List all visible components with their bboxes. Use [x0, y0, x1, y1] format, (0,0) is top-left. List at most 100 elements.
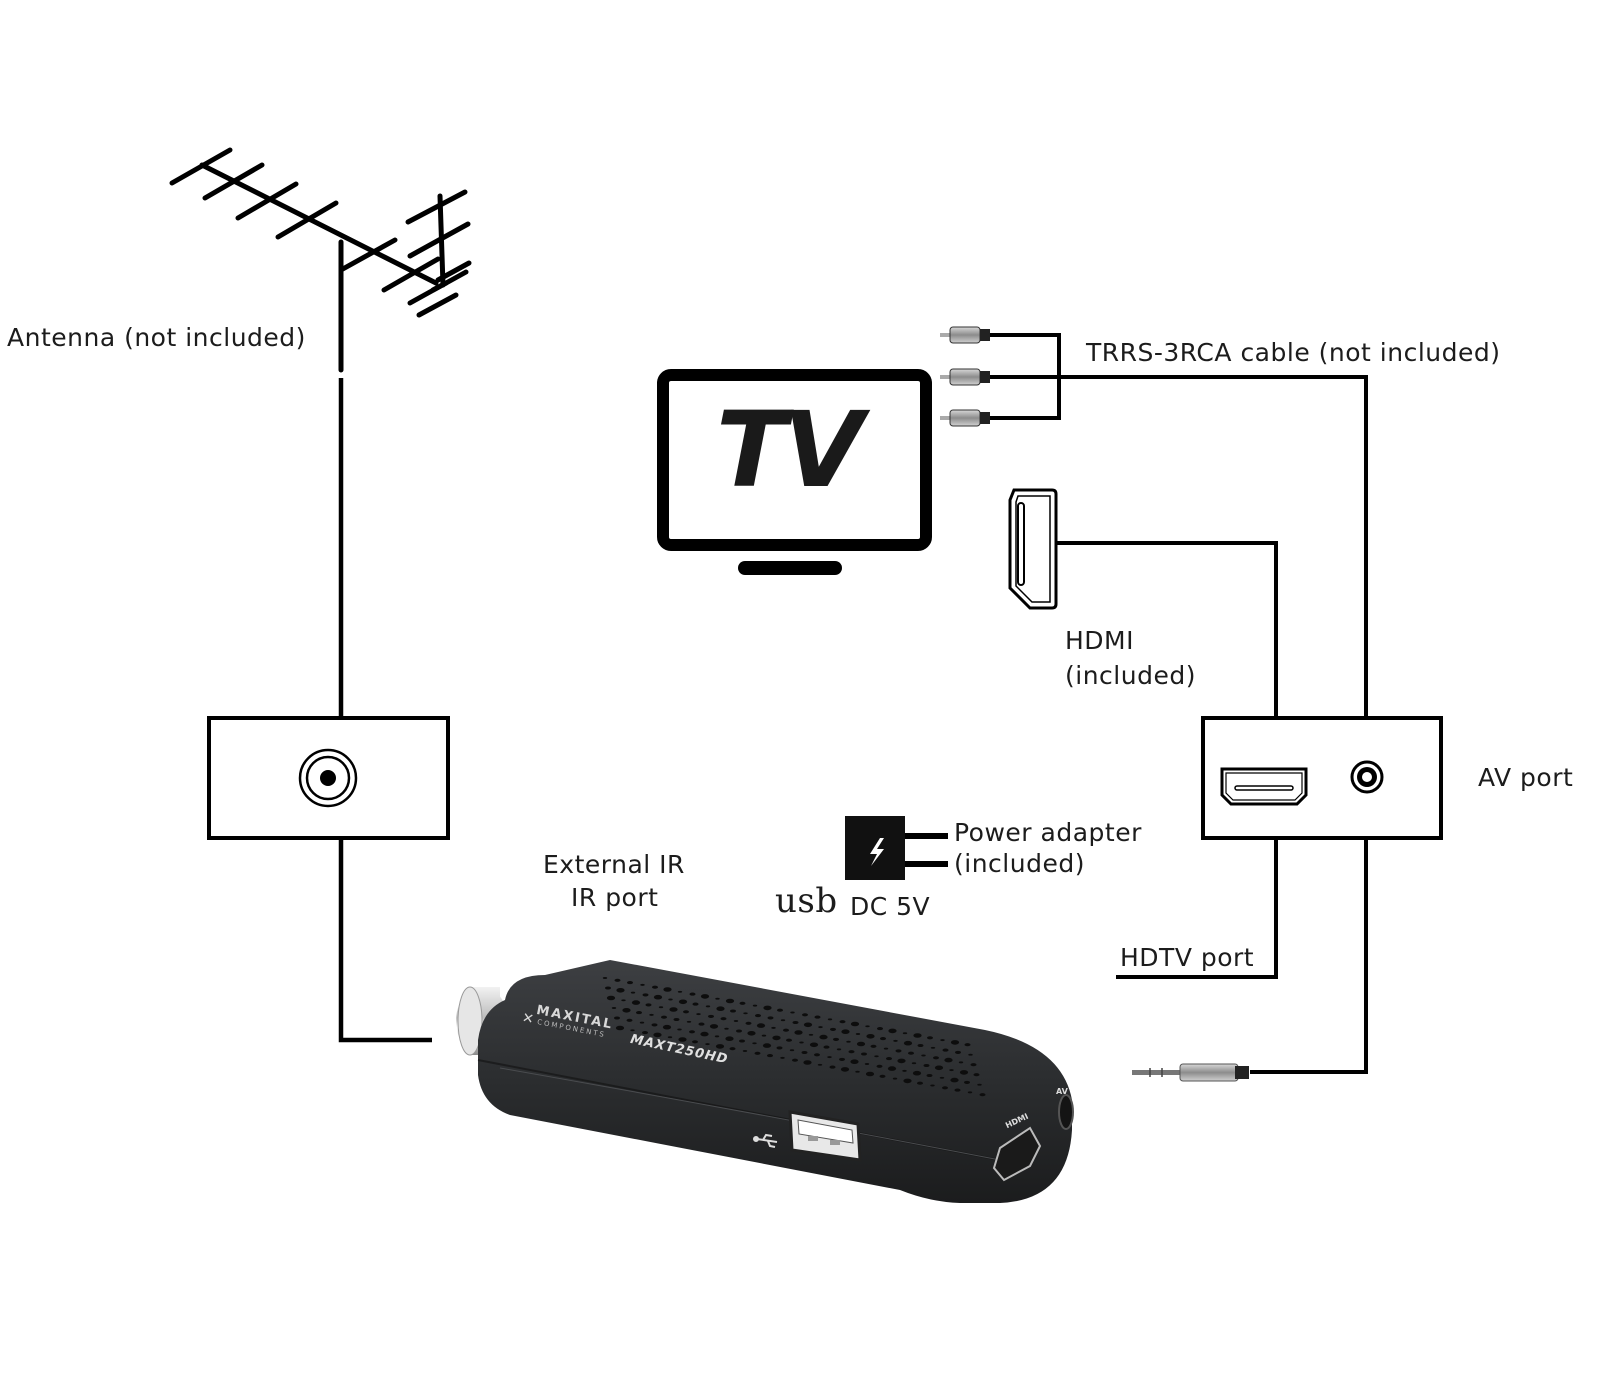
- vent-hole: [830, 1027, 836, 1031]
- vent-hole: [611, 1007, 617, 1009]
- lightning-icon: [870, 838, 884, 866]
- vent-hole: [803, 1060, 812, 1065]
- usb-word-label: usb: [775, 881, 838, 921]
- vent-hole: [605, 986, 611, 990]
- vent-hole: [827, 1056, 832, 1059]
- vent-hole: [841, 1029, 850, 1035]
- hdmi-connector-icon: [1008, 488, 1058, 610]
- vent-hole: [865, 1071, 875, 1077]
- vent-hole: [866, 1033, 875, 1039]
- vent-hole: [602, 977, 608, 979]
- usb-symbol-icon: [753, 1133, 778, 1148]
- vent-hole: [639, 1021, 645, 1024]
- vent-hole: [818, 1026, 823, 1029]
- vent-hole: [645, 1003, 652, 1007]
- vent-hole: [964, 1043, 971, 1047]
- vent-hole: [761, 1034, 767, 1037]
- vent-hole: [739, 1039, 745, 1043]
- vent-hole: [630, 991, 636, 994]
- vent-hole: [959, 1070, 969, 1075]
- vent-hole: [700, 1031, 709, 1037]
- vent-hole: [777, 1008, 783, 1012]
- vent-hole: [780, 1019, 786, 1022]
- vent-hole: [700, 994, 710, 999]
- vent-hole: [627, 981, 633, 985]
- vent-hole: [967, 1091, 973, 1094]
- vent-hole: [790, 1011, 795, 1014]
- vent-hole: [839, 1057, 845, 1061]
- vent-hole: [855, 1070, 860, 1073]
- vent-hole: [686, 1020, 692, 1023]
- vent-hole: [817, 1063, 823, 1066]
- vent-hole: [662, 1024, 672, 1030]
- vent-hole: [606, 995, 616, 1001]
- vent-hole: [755, 1014, 761, 1018]
- device-hdmi-port: [992, 1126, 1042, 1182]
- vent-hole: [689, 992, 696, 996]
- vent-hole: [621, 999, 626, 1002]
- vent-hole: [850, 1059, 859, 1065]
- vent-hole: [626, 1018, 633, 1022]
- antenna-icon: [169, 147, 472, 373]
- vent-hole: [786, 1038, 792, 1042]
- vent-hole: [879, 1074, 886, 1078]
- vent-hole: [673, 1017, 680, 1022]
- vent-hole: [934, 1065, 944, 1071]
- vent-hole: [668, 998, 673, 1001]
- vent-hole: [903, 1040, 913, 1046]
- av-jack-icon: [1350, 760, 1384, 794]
- vent-hole: [912, 1070, 922, 1076]
- hdmi-port-icon: [1220, 767, 1308, 806]
- vent-hole: [892, 1077, 898, 1080]
- vent-hole: [692, 1040, 698, 1044]
- vent-hole: [652, 985, 658, 989]
- antenna-label: Antenna (not included): [7, 323, 306, 352]
- vent-hole: [725, 1036, 734, 1042]
- coax-input-box: [207, 716, 450, 840]
- vent-hole: [888, 1028, 897, 1034]
- rca-plug-icon: [940, 368, 990, 386]
- vent-hole: [714, 1035, 720, 1038]
- vent-hole: [954, 1088, 961, 1092]
- vent-hole: [776, 1046, 783, 1050]
- usb-port: [788, 1110, 862, 1162]
- trrs-cable: [990, 333, 1368, 1074]
- vent-hole: [739, 1001, 746, 1005]
- vent-hole: [771, 1026, 776, 1029]
- av-port-label: AV port: [1478, 763, 1574, 792]
- vent-hole: [614, 1016, 620, 1020]
- vent-hole: [615, 1025, 625, 1031]
- vent-hole: [902, 1069, 907, 1072]
- vent-hole: [698, 1022, 705, 1026]
- vent-hole: [855, 1033, 861, 1035]
- vent-hole: [809, 1042, 819, 1048]
- vent-hole: [640, 983, 645, 986]
- vent-hole: [783, 1028, 789, 1032]
- vent-hole: [823, 1045, 830, 1049]
- vent-hole: [661, 1015, 667, 1019]
- power-adapter-label-line2: (included): [954, 849, 1085, 878]
- vent-hole: [927, 1036, 933, 1040]
- tv-screen-text: TV: [716, 389, 863, 511]
- vent-hole: [979, 1093, 986, 1097]
- vent-hole: [950, 1040, 960, 1045]
- vent-hole: [908, 1051, 914, 1055]
- vent-hole: [696, 1013, 701, 1016]
- vent-hole: [754, 1051, 761, 1055]
- rca-plug-icon: [940, 326, 990, 344]
- vent-hole: [886, 1057, 892, 1061]
- vent-hole: [677, 1028, 682, 1031]
- audio-jack-plug-icon: [1132, 1063, 1249, 1082]
- vent-hole: [709, 1024, 719, 1029]
- vent-hole: [880, 1037, 886, 1041]
- vent-hole: [883, 1047, 889, 1050]
- vent-hole: [833, 1037, 839, 1041]
- external-ir-label-line2: IR port: [571, 883, 659, 912]
- vent-hole: [725, 998, 735, 1004]
- vent-hole: [819, 1034, 828, 1040]
- vent-hole: [653, 1032, 662, 1038]
- hdtv-port-label: HDTV port: [1120, 943, 1255, 972]
- vent-hole: [747, 1030, 756, 1036]
- vent-hole: [893, 1039, 898, 1042]
- vent-hole: [715, 997, 720, 1000]
